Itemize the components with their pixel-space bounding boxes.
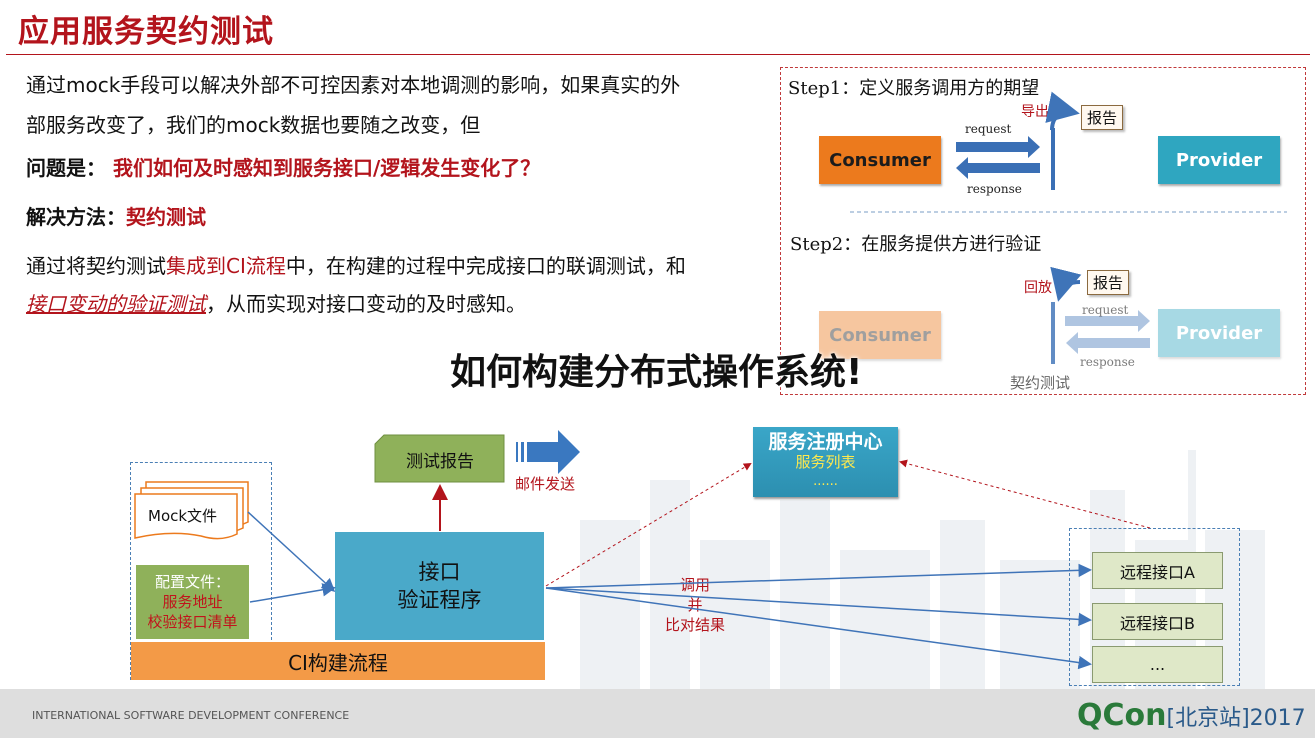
registry-more: ...... <box>813 474 838 489</box>
remote-to-registry-arrow <box>899 459 1151 529</box>
intro-line-1: 通过mock手段可以解决外部不可控因素对本地调测的影响，如果真实的外 <box>26 73 681 97</box>
footer-conference-text: INTERNATIONAL SOFTWARE DEVELOPMENT CONFE… <box>32 709 350 722</box>
question-line: 问题是： 我们如何及时感知到服务接口/逻辑发生变化了？ <box>26 152 540 181</box>
mock-file-label: Mock文件 <box>148 507 218 525</box>
config-file-box: 配置文件： 服务地址 校验接口清单 <box>136 565 249 639</box>
step1-request-label: request <box>965 122 1012 136</box>
step1-request-arrow <box>956 136 1040 158</box>
mock-to-verifier-arrow <box>247 511 336 593</box>
config-file-title: 配置文件： <box>154 573 230 591</box>
remote-interface-b: 远程接口B <box>1092 603 1223 640</box>
remote-interface-a: 远程接口A <box>1092 552 1223 589</box>
intro-line-2: 部服务改变了，我们的mock数据也要随之改变，但 <box>26 113 481 137</box>
email-send-label: 邮件发送 <box>515 475 576 493</box>
overlay-title: 如何构建分布式操作系统! <box>450 352 863 393</box>
step2-replay-arrow <box>1050 266 1082 302</box>
method-part-2: 集成到CI流程 <box>166 254 286 278</box>
qcon-city: [北京站] <box>1166 706 1250 731</box>
method-part-1: 通过将契约测试 <box>26 254 166 278</box>
verifier-to-remote-more-arrow <box>545 587 1092 670</box>
remote-interface-more: ... <box>1092 646 1223 683</box>
step2-title: Step2：在服务提供方进行验证 <box>790 234 1042 255</box>
verifier-to-registry-arrow <box>545 462 752 587</box>
mock-file-stack <box>134 481 249 540</box>
method-line-1: 通过将契约测试集成到CI流程中，在构建的过程中完成接口的联调测试，和 <box>26 250 686 279</box>
test-report-label: 测试报告 <box>406 451 474 472</box>
method-part-3: 中，在构建的过程中完成接口的联调测试，和 <box>285 254 686 278</box>
registry-service-list: 服务列表 <box>795 453 856 471</box>
config-service-address: 服务地址 <box>162 593 223 611</box>
question-text: 我们如何及时感知到服务接口/逻辑发生变化了？ <box>112 156 541 180</box>
method-part-4: 接口变动的验证测试 <box>26 292 206 316</box>
contract-test-panel <box>780 67 1306 395</box>
verifier-to-remote-b-arrow <box>545 587 1092 627</box>
question-label: 问题是： <box>26 156 106 180</box>
step2-contract-test-label: 契约测试 <box>1010 374 1071 392</box>
step2-provider-box: Provider <box>1158 309 1280 357</box>
page-title: 应用服务契约测试 <box>18 14 274 50</box>
step2-response-arrow <box>1066 332 1150 354</box>
footer-bar <box>0 689 1315 738</box>
step2-response-label: response <box>1080 355 1135 369</box>
step1-consumer-box: Consumer <box>819 136 941 184</box>
remote-interfaces-group <box>1069 528 1240 686</box>
service-registry-box: 服务注册中心 服务列表 ...... <box>753 427 898 497</box>
step2-replay-label: 回放 <box>1024 280 1052 296</box>
config-interface-list: 校验接口清单 <box>147 613 238 631</box>
call-compare-label: 调用 并 比对结果 <box>662 575 728 635</box>
step1-response-arrow <box>956 157 1040 179</box>
step1-report-tag: 报告 <box>1081 105 1124 130</box>
step2-consumer-box: Consumer <box>819 311 941 359</box>
step2-report-tag: 报告 <box>1087 270 1130 295</box>
email-arrow <box>516 430 580 474</box>
verifier-to-remote-a-arrow <box>545 563 1092 589</box>
qcon-brand: QCon <box>1077 698 1167 733</box>
step1-barrier <box>1051 128 1055 190</box>
qcon-year: 2017 <box>1249 706 1306 731</box>
step1-title: Step1：定义服务调用方的期望 <box>788 78 1040 99</box>
test-report-shape <box>374 434 505 483</box>
step1-provider-box: Provider <box>1158 136 1280 184</box>
method-line-2: 接口变动的验证测试，从而实现对接口变动的及时感知。 <box>26 288 526 317</box>
ci-build-flow-bar: CI构建流程 <box>131 642 545 680</box>
qcon-logo: QCon[北京站]2017 <box>1077 698 1306 733</box>
step2-request-arrow <box>1065 310 1150 332</box>
config-to-verifier-arrow <box>249 583 336 603</box>
step2-request-label: request <box>1082 303 1129 317</box>
step2-barrier <box>1051 302 1055 364</box>
call-label-3: 比对结果 <box>664 616 725 634</box>
interface-verifier-box: 接口 验证程序 <box>335 532 544 640</box>
call-label-1: 调用 <box>679 576 710 594</box>
solution-line: 解决方法：契约测试 <box>26 201 206 230</box>
registry-title: 服务注册中心 <box>768 431 883 453</box>
method-part-5: ，从而实现对接口变动的及时感知。 <box>206 292 526 316</box>
step1-export-arrow <box>1045 91 1080 131</box>
solution-text: 契约测试 <box>126 205 206 229</box>
verifier-line-2: 验证程序 <box>397 588 482 612</box>
verifier-line-1: 接口 <box>418 560 461 584</box>
title-divider <box>6 54 1310 55</box>
solution-label: 解决方法： <box>26 205 126 229</box>
step1-export-label: 导出 <box>1021 104 1049 120</box>
step1-response-label: response <box>967 182 1022 196</box>
